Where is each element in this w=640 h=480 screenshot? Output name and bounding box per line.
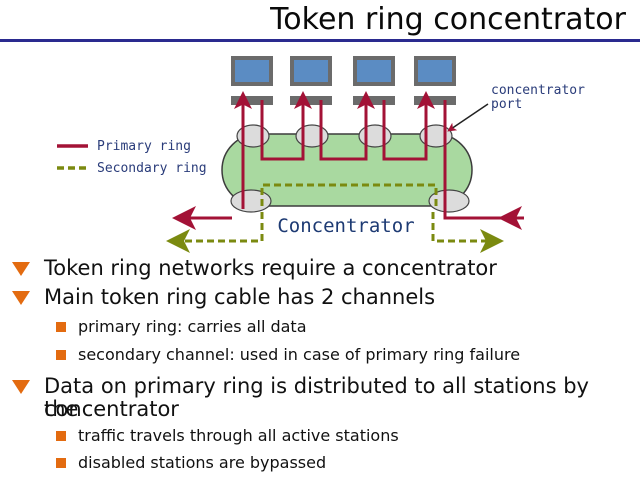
bullet-text: Main token ring cable has 2 channels: [44, 285, 436, 309]
port-callout-line-1: concentrator: [491, 83, 585, 98]
square-bullet-icon: [56, 431, 66, 441]
square-bullet-icon: [56, 458, 66, 468]
secondary-ring-path: [166, 183, 504, 253]
concentrator-port: [295, 124, 329, 148]
legend-primary-label: Primary ring: [97, 139, 191, 154]
workstation-2: [290, 56, 332, 105]
sub-bullet-text: secondary channel: used in case of prima…: [78, 345, 521, 364]
bullet-text-line-2: concentrator: [44, 397, 179, 421]
token-ring-diagram: Concentrator concentrator port Primary r…: [57, 56, 585, 253]
trunk-port-right: [428, 189, 470, 213]
workstation-3: [353, 56, 395, 105]
square-bullet-icon: [56, 350, 66, 360]
triangle-bullet-icon: [12, 291, 30, 305]
monitor-screen-icon: [357, 60, 391, 82]
bullet-text: Token ring networks require a concentrat…: [44, 256, 497, 280]
slide-title: Token ring concentrator: [270, 2, 626, 37]
triangle-bullet-icon: [12, 262, 30, 276]
square-bullet-icon: [56, 322, 66, 332]
monitor-screen-icon: [235, 60, 269, 82]
bullet-text-line-1: Data on primary ring is distributed to a…: [44, 374, 589, 421]
sub-bullet-text: disabled stations are bypassed: [78, 453, 327, 472]
workstation-1: [231, 56, 273, 105]
primary-ring-path: [172, 91, 524, 230]
workstation-4: [414, 56, 456, 105]
sub-bullet-text: traffic travels through all active stati…: [78, 426, 399, 445]
triangle-bullet-icon: [12, 380, 30, 394]
port-callout: concentrator port: [447, 83, 585, 132]
concentrator-port: [358, 124, 392, 148]
legend-secondary-label: Secondary ring: [97, 161, 207, 176]
monitor-screen-icon: [418, 60, 452, 82]
monitor-screen-icon: [294, 60, 328, 82]
title-divider: [0, 39, 640, 42]
trunk-port-left: [230, 189, 272, 213]
concentrator-body: [221, 133, 473, 207]
sub-bullet-text: primary ring: carries all data: [78, 317, 307, 336]
port-callout-line-2: port: [491, 97, 522, 112]
concentrator-label: Concentrator: [277, 215, 414, 237]
legend: Primary ring Secondary ring: [57, 139, 207, 176]
